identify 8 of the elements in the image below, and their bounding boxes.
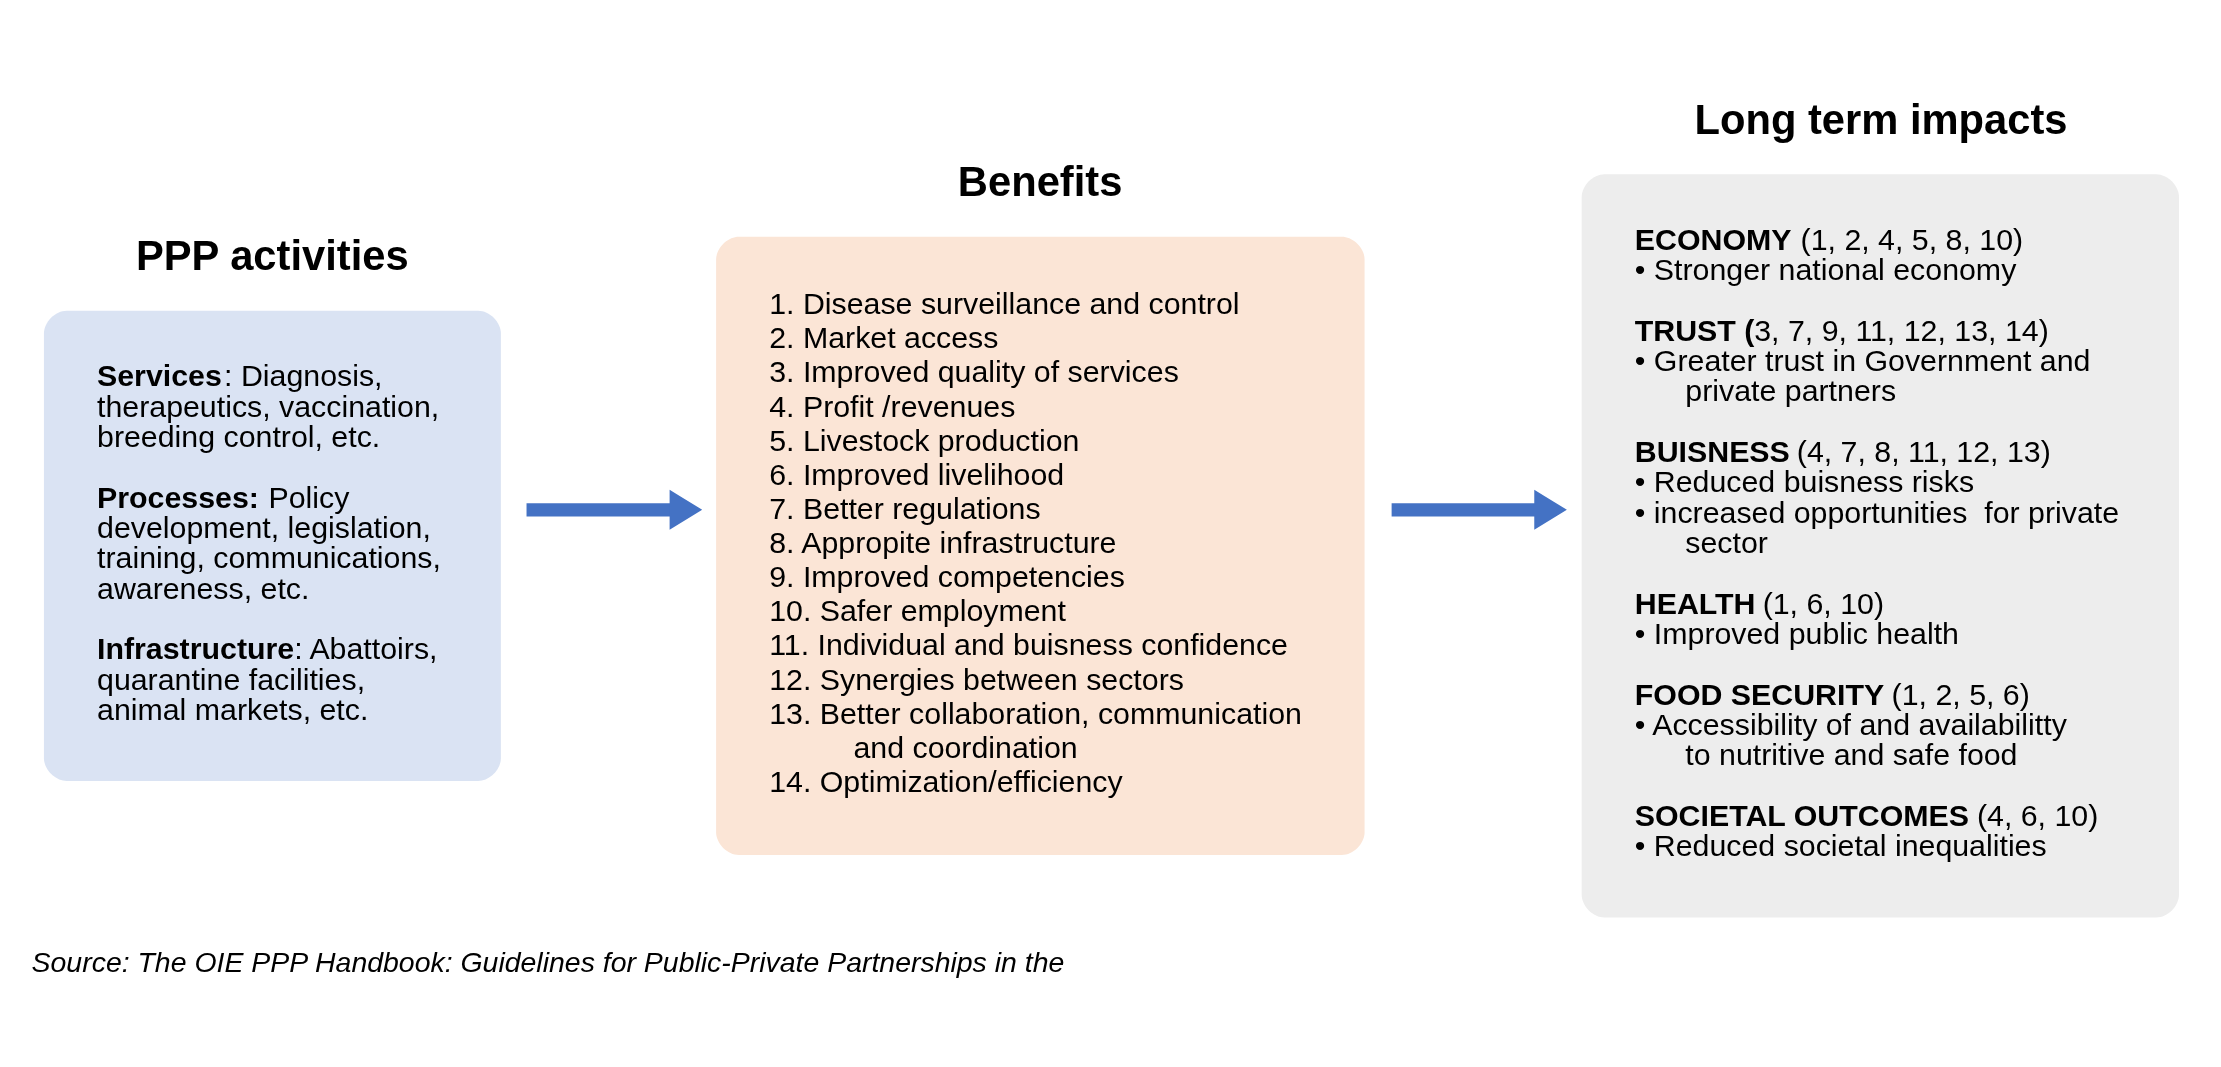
- arrow: [1391, 489, 1567, 530]
- node-label: Long term impacts: [1694, 95, 2068, 143]
- node-label: Benefits: [957, 158, 1123, 206]
- node-box: 1. Disease surveillance and control 2. Market access 3. Improved quality of services 4. Profit /revenues 5. Livestock production 6. Improved livelihood 7. Better regulations 8. Appropite infrastructure 9. Improved competencies 10. Safer employment 11. Individual and buisness confidence 12. Synergies between sectors 13. Better collaboration, communication and coordination 14. Optimization/efficiency: [716, 236, 1365, 855]
- node-label: PPP activities: [135, 232, 409, 280]
- arrow: [526, 489, 703, 530]
- caption: Source: The OIE PPP Handbook: Guidelines for Public-Private Partnerships in the: [31, 946, 1065, 979]
- node-box: Services: Diagnosis, therapeutics, vaccination, breeding control, etc. Processes: Policy development, legislation, training, communications, awareness, etc. Infrastructure: Abattoirs, quarantine facilities, animal markets, etc.: [43, 310, 501, 781]
